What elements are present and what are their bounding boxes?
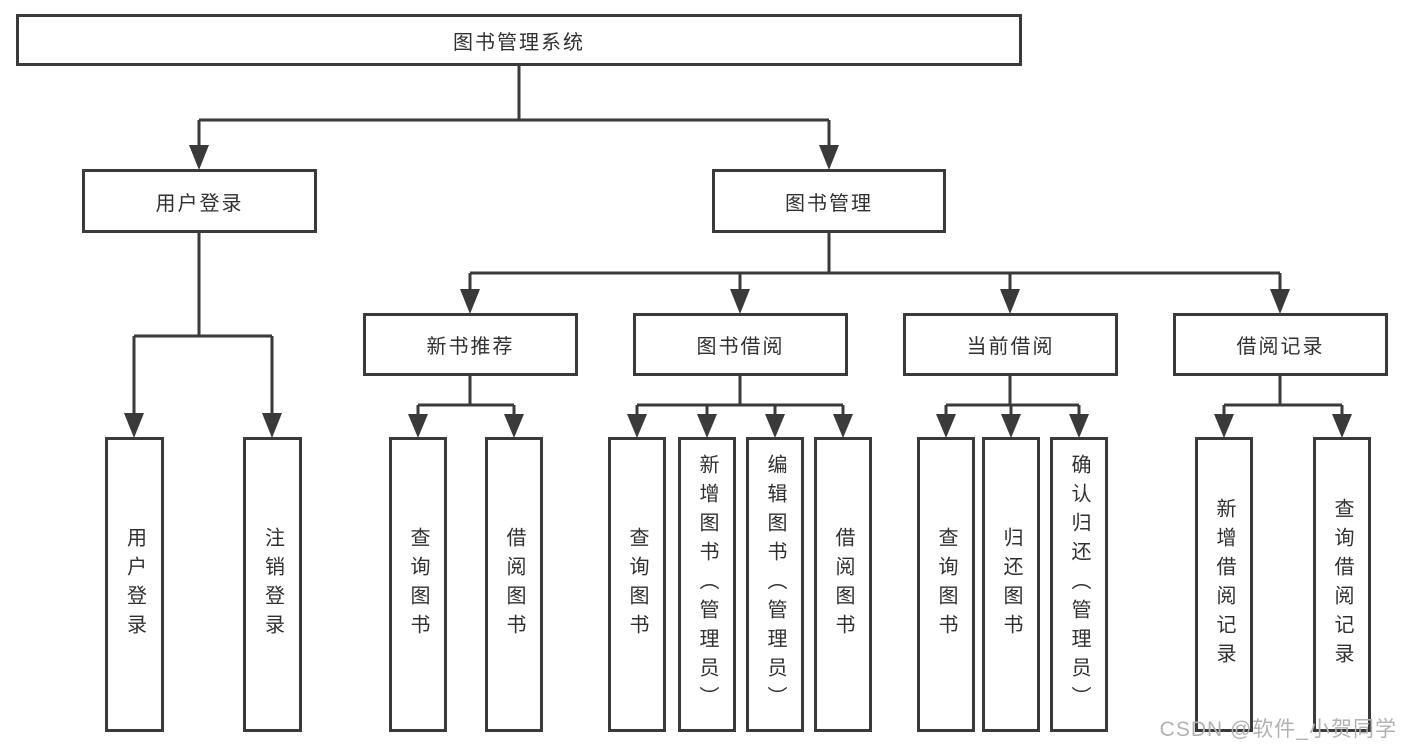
leaf-query-borrow-record: 查询借阅记录 xyxy=(1313,437,1371,732)
leaf-query-books-borrow: 查询图书 xyxy=(608,437,666,732)
leaf-query-books-current: 查询图书 xyxy=(917,437,975,732)
csdn-watermark: CSDN @软件_小贺同学 xyxy=(1159,718,1397,741)
node-current-borrow: 当前借阅 xyxy=(903,313,1118,376)
leaf-edit-book-admin: 编辑图书（管理员） xyxy=(746,437,804,732)
leaf-user-login: 用户登录 xyxy=(105,437,164,732)
leaf-logout: 注销登录 xyxy=(243,437,302,732)
node-book-borrow: 图书借阅 xyxy=(633,313,848,376)
node-root: 图书管理系统 xyxy=(16,14,1022,66)
leaf-borrow-books: 借阅图书 xyxy=(814,437,872,732)
leaf-return-book: 归还图书 xyxy=(982,437,1040,732)
leaf-confirm-return-admin: 确认归还（管理员） xyxy=(1050,437,1108,732)
node-new-book-recommend: 新书推荐 xyxy=(363,313,578,376)
leaf-borrow-books-recommend: 借阅图书 xyxy=(485,437,543,732)
node-user-login: 用户登录 xyxy=(82,169,317,233)
leaf-query-books-recommend: 查询图书 xyxy=(389,437,447,732)
leaf-add-book-admin: 新增图书（管理员） xyxy=(678,437,736,732)
node-book-management: 图书管理 xyxy=(712,169,946,233)
node-borrow-records: 借阅记录 xyxy=(1173,313,1388,376)
leaf-add-borrow-record: 新增借阅记录 xyxy=(1195,437,1253,732)
